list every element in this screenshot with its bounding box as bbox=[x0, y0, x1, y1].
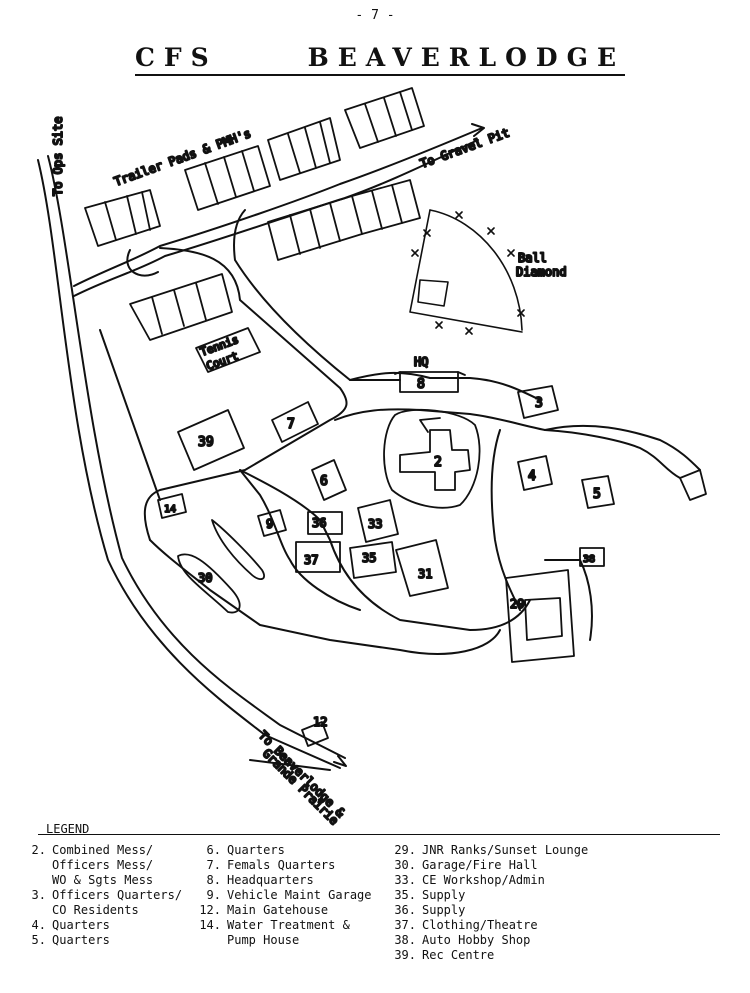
legend-column-3: 29.JNR Ranks/Sunset Lounge 30.Garage/Fir… bbox=[390, 843, 588, 963]
legend-item: CO Residents bbox=[52, 903, 139, 917]
legend-item: 6.Quarters bbox=[206, 843, 285, 857]
map-title: CFS BEAVERLODGE bbox=[135, 44, 625, 76]
legend-item: 35.Supply bbox=[394, 888, 466, 902]
legend-item: 4.Quarters bbox=[31, 918, 110, 932]
legend-divider bbox=[38, 834, 720, 835]
central-roads bbox=[149, 371, 701, 771]
num-30: 30 bbox=[198, 571, 212, 585]
trailer-pads bbox=[84, 87, 425, 341]
num-29: 29 bbox=[510, 597, 524, 611]
building-37-b bbox=[349, 541, 397, 579]
num-39: 39 bbox=[198, 435, 214, 450]
label-to-beaverlodge: To Beaverlodge & bbox=[256, 728, 348, 820]
label-grande-prairie: Grande Prairie bbox=[260, 746, 341, 827]
legend-heading: LEGEND bbox=[46, 822, 90, 836]
ball-diamond bbox=[409, 209, 525, 335]
water-tower bbox=[679, 469, 707, 501]
page-number: - 7 - bbox=[355, 8, 395, 23]
num-36: 36 bbox=[312, 516, 326, 530]
legend-item: 2.Combined Mess/ bbox=[31, 843, 154, 857]
building-39 bbox=[177, 409, 245, 471]
building-8 bbox=[399, 371, 459, 393]
num-38: 38 bbox=[583, 554, 595, 565]
num-5: 5 bbox=[593, 487, 601, 502]
label-trailer-pads: Trailer Pads & PMH's bbox=[112, 126, 253, 189]
num-14: 14 bbox=[164, 504, 176, 515]
buildings bbox=[157, 371, 707, 747]
legend-item: 36.Supply bbox=[394, 903, 466, 917]
legend-item: 5.Quarters bbox=[31, 933, 110, 947]
legend-column-1: 2.Combined Mess/ Officers Mess/ WO & Sgt… bbox=[20, 843, 183, 948]
legend-item: WO & Sgts Mess bbox=[52, 873, 154, 887]
num-35: 35 bbox=[362, 551, 376, 565]
num-33: 33 bbox=[368, 517, 382, 531]
legend-item: 30.Garage/Fire Hall bbox=[394, 858, 538, 872]
main-highway bbox=[37, 155, 347, 769]
housing-loop-road bbox=[99, 209, 401, 541]
num-12: 12 bbox=[313, 715, 327, 729]
num-7: 7 bbox=[287, 417, 295, 432]
building-36 bbox=[307, 511, 343, 535]
num-4: 4 bbox=[528, 469, 536, 484]
building-7 bbox=[271, 401, 319, 443]
building-37-shop bbox=[295, 541, 341, 573]
legend-item: Officers Mess/ bbox=[52, 858, 154, 872]
num-6: 6 bbox=[320, 474, 328, 489]
label-to-ops-site: To Ops Site bbox=[51, 117, 65, 196]
legend-item: 33.CE Workshop/Admin bbox=[394, 873, 545, 887]
legend-column-2: 6.Quarters 7.Femals Quarters 8.Headquart… bbox=[195, 843, 372, 948]
num-9: 9 bbox=[266, 517, 273, 531]
building-38 bbox=[579, 547, 605, 567]
building-3 bbox=[517, 385, 559, 419]
num-37: 37 bbox=[304, 553, 318, 567]
building-14 bbox=[157, 493, 187, 519]
title-cfs: CFS bbox=[135, 43, 218, 72]
building-9 bbox=[257, 509, 287, 537]
num-31: 31 bbox=[418, 567, 432, 581]
legend-item: 14.Water Treatment & bbox=[199, 918, 350, 932]
label-ball: Ball bbox=[518, 251, 547, 265]
legend-item: 9.Vehicle Maint Garage bbox=[206, 888, 372, 902]
label-diamond: Diamond bbox=[516, 265, 567, 279]
legend-item: 38.Auto Hobby Shop bbox=[394, 933, 531, 947]
legend-item: 3.Officers Quarters/ bbox=[31, 888, 183, 902]
building-30 bbox=[177, 553, 241, 614]
num-3: 3 bbox=[535, 396, 543, 411]
building-33 bbox=[357, 499, 399, 543]
legend-item: 37.Clothing/Theatre bbox=[394, 918, 538, 932]
legend-item: 8.Headquarters bbox=[206, 873, 314, 887]
tennis-court bbox=[195, 327, 261, 373]
building-12 bbox=[301, 721, 329, 747]
title-beaverlodge: BEAVERLODGE bbox=[307, 43, 625, 72]
building-2-complex bbox=[383, 408, 481, 509]
building-5 bbox=[581, 475, 615, 509]
legend-item: 12.Main Gatehouse bbox=[199, 903, 329, 917]
legend-item: Pump House bbox=[227, 933, 300, 947]
num-8: 8 bbox=[417, 377, 425, 392]
legend-item: 39.Rec Centre bbox=[394, 948, 495, 962]
gravel-pit-road bbox=[73, 123, 485, 297]
label-hq: HQ bbox=[414, 355, 428, 369]
num-2: 2 bbox=[434, 455, 442, 470]
legend-item: 7.Femals Quarters bbox=[206, 858, 336, 872]
building-31 bbox=[395, 539, 449, 597]
building-4 bbox=[517, 455, 553, 491]
building-29 bbox=[505, 569, 575, 663]
building-6 bbox=[311, 459, 347, 501]
legend-item: 29.JNR Ranks/Sunset Lounge bbox=[394, 843, 589, 857]
